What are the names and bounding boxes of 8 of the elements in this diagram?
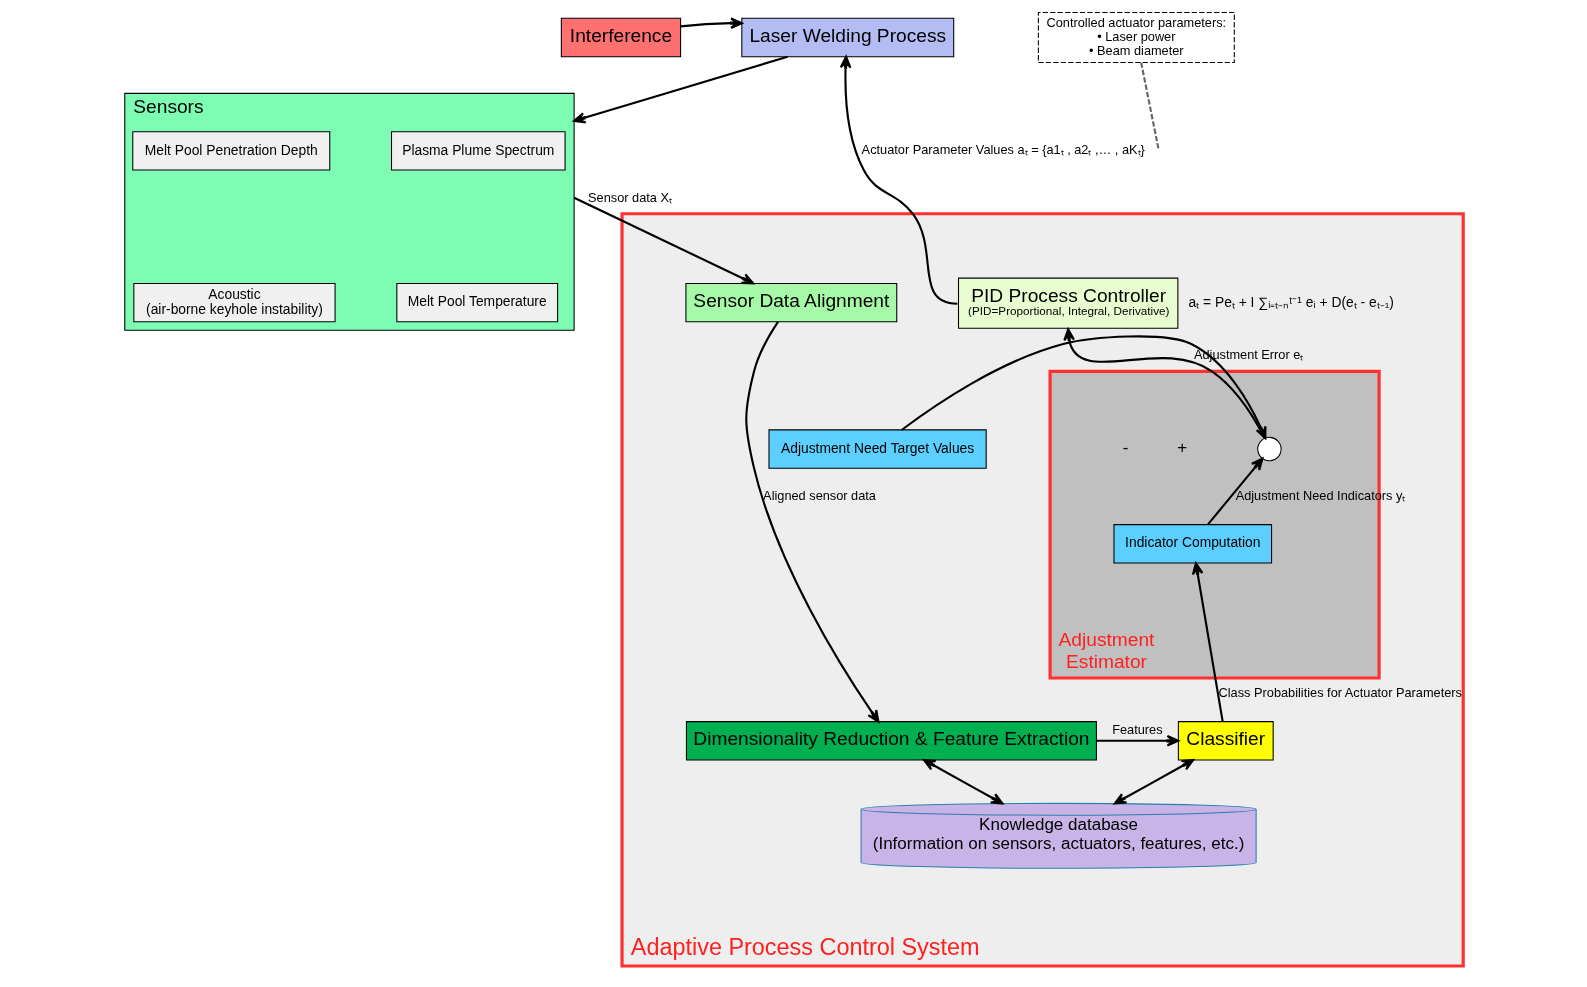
label: -: [1122, 438, 1129, 458]
edge-label: Sensor data Xₜ: [587, 189, 672, 205]
label: +: [1176, 438, 1187, 458]
edge-label: Aligned sensor data: [762, 487, 876, 503]
edge-label: Features: [1111, 721, 1163, 737]
edge-label: Actuator Parameter Values aₜ = {a1ₜ , a2ₜ ,… , aKₜ}: [861, 142, 1145, 158]
node-label: aₜ = Peₜ + I ∑ᵢ₌ₜ₋ₙᵗ⁻¹ eᵢ + D(eₜ - eₜ₋₁): [1188, 293, 1394, 310]
edge-label: Class Probabilities for Actuator Parameters: [1218, 684, 1462, 700]
